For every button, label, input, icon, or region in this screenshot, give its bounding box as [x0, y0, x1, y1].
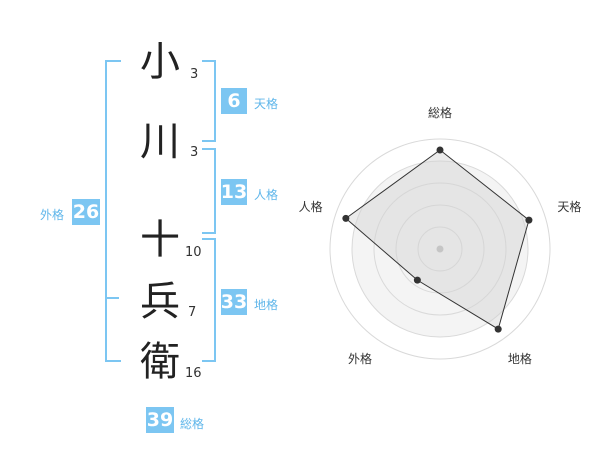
name-char-2: 川 [140, 119, 180, 165]
soukaku-label: 総格 [180, 417, 205, 431]
radar-point-2 [525, 216, 533, 224]
radar-axis-label-1: 総格 [428, 105, 452, 120]
name-char-1: 小 [140, 39, 180, 85]
radar-point-1 [436, 146, 444, 154]
tenkaku-bracket [202, 60, 216, 142]
tenkaku-label: 天格 [254, 97, 279, 111]
chikaku-value: 33 [220, 289, 248, 315]
chikaku-label: 地格 [254, 298, 279, 312]
stroke-count-4: 7 [188, 305, 197, 320]
stroke-count-5: 16 [185, 366, 202, 381]
radar-axis-label-4: 外格 [348, 351, 372, 366]
name-char-5: 衛 [140, 339, 180, 385]
radar-center-dot [436, 245, 444, 253]
jinkaku-value: 13 [220, 179, 248, 205]
soukaku-value: 39 [146, 407, 174, 433]
name-char-3: 十 [140, 217, 180, 263]
radar-point-3 [494, 325, 502, 333]
radar-point-5 [342, 214, 350, 222]
chikaku-bracket [202, 238, 216, 362]
gaikaku-label: 外格 [40, 208, 65, 222]
radar-polygon [345, 149, 530, 330]
gaikaku-bracket-tick [105, 297, 119, 299]
gaikaku-value: 26 [72, 199, 100, 225]
stroke-count-3: 10 [185, 245, 202, 260]
name-char-4: 兵 [140, 279, 180, 325]
stroke-count-1: 3 [190, 67, 199, 82]
jinkaku-label: 人格 [254, 188, 279, 202]
stroke-count-2: 3 [190, 145, 199, 160]
tenkaku-value: 6 [221, 88, 247, 114]
gaikaku-bracket [105, 60, 121, 362]
jinkaku-bracket [202, 148, 216, 234]
radar-axis-label-5: 人格 [299, 199, 323, 214]
radar-axis-label-3: 地格 [508, 351, 532, 366]
radar-point-4 [413, 276, 421, 284]
radar-axis-label-2: 天格 [557, 199, 581, 214]
